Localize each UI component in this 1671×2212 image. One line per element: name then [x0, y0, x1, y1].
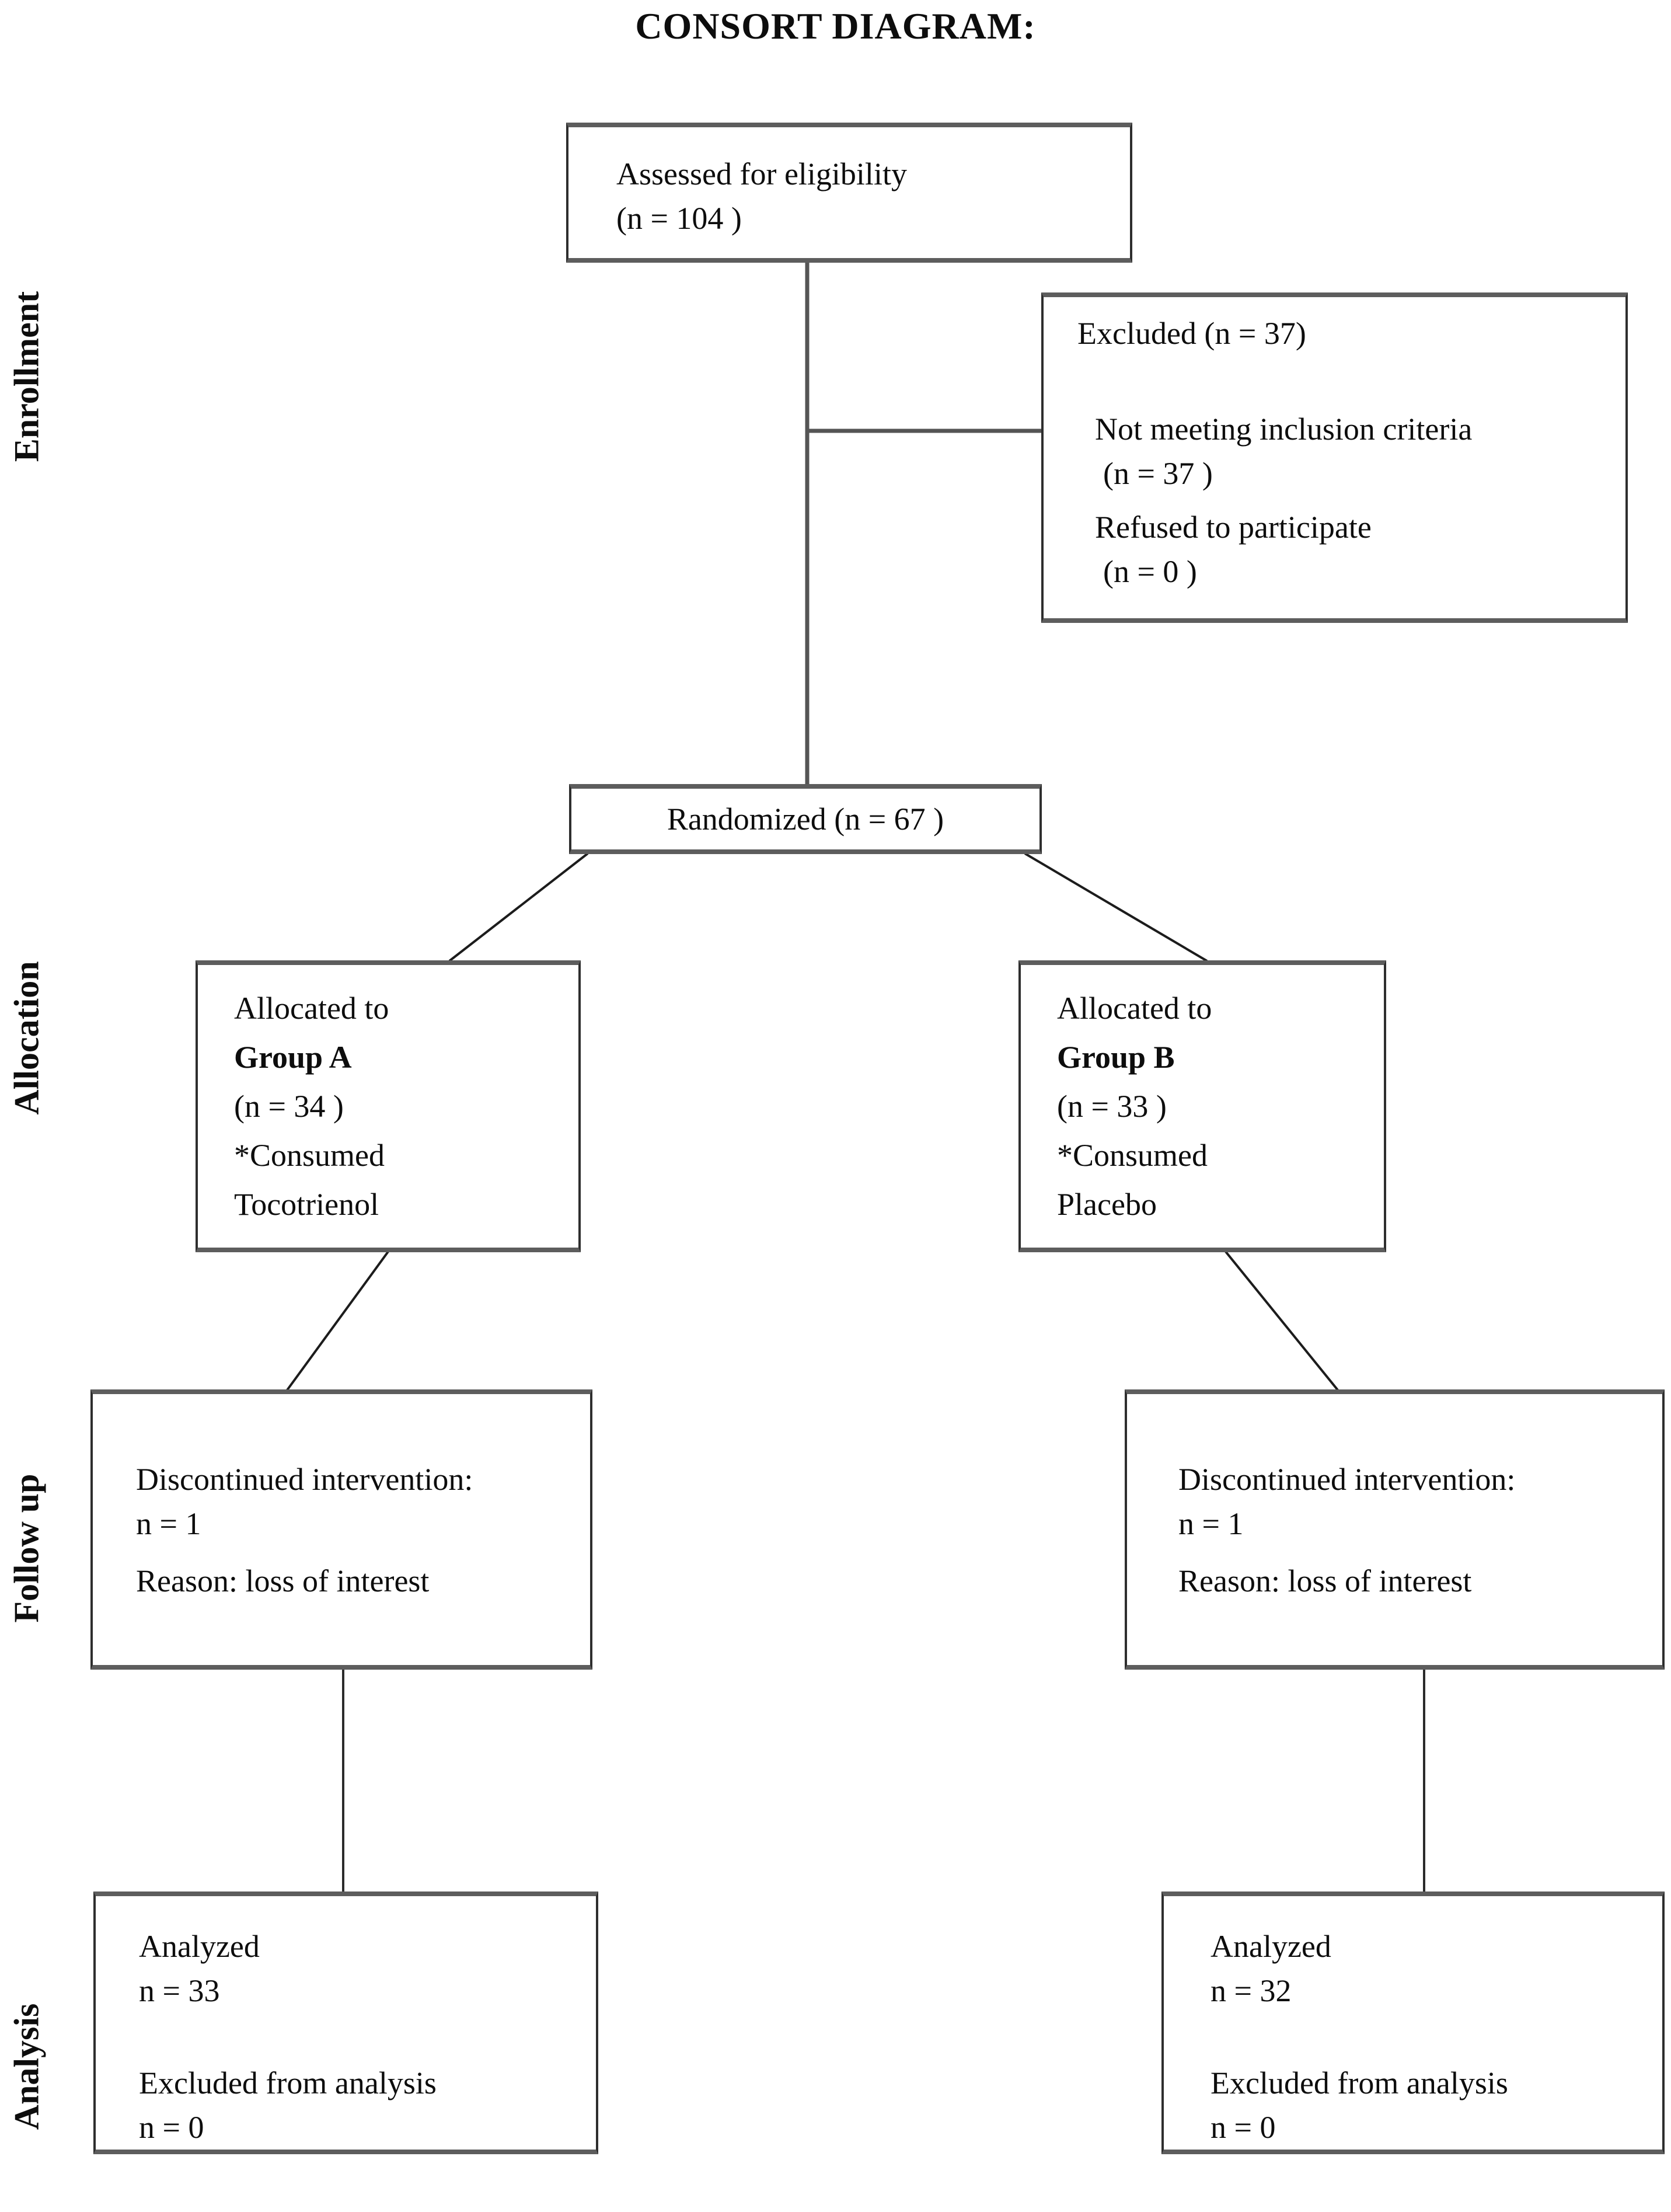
group-a-n: (n = 34 ) [234, 1089, 344, 1124]
stage-label-follow-up-text: Follow up [7, 1473, 46, 1623]
analyzed-group-b-box: Analyzed n = 32 Excluded from analysis n… [1161, 1891, 1665, 2154]
connector-group-b-to-discontinued-b [1225, 1250, 1339, 1391]
excluded-reason1: Not meeting inclusion criteria [1095, 412, 1473, 447]
excluded-reason1-n: (n = 37 ) [1103, 456, 1213, 491]
stage-label-allocation-text: Allocation [7, 961, 46, 1115]
analyzed-a-line1: Analyzed [139, 1929, 260, 1964]
randomized-box: Randomized (n = 67 ) [569, 784, 1042, 854]
analyzed-group-a-box: Analyzed n = 33 Excluded from analysis n… [93, 1891, 598, 2154]
page-title: CONSORT DIAGRAM: [635, 5, 1036, 47]
group-a-product: Tocotrienol [234, 1187, 379, 1222]
stage-label-enrollment-text: Enrollment [7, 291, 46, 462]
analyzed-b-line1: Analyzed [1210, 1929, 1331, 1964]
discontinued-b-line1: Discontinued intervention: [1178, 1462, 1516, 1497]
stage-label-analysis-text: Analysis [7, 2003, 46, 2130]
discontinued-group-b-box: Discontinued intervention: n = 1 Reason:… [1125, 1389, 1665, 1670]
group-b-consumed: *Consumed [1057, 1138, 1208, 1173]
group-b-n: (n = 33 ) [1057, 1089, 1167, 1124]
group-a-consumed: *Consumed [234, 1138, 385, 1173]
group-a-line1: Allocated to [234, 991, 389, 1026]
analyzed-b-excluded: Excluded from analysis [1210, 2065, 1508, 2100]
analyzed-b-n: n = 32 [1210, 1973, 1292, 2008]
group-a-name: Group A [234, 1040, 352, 1075]
connector-group-a-to-discontinued-a [286, 1250, 389, 1391]
analyzed-a-n: n = 33 [139, 1973, 220, 2008]
assessed-n: (n = 104 ) [616, 201, 742, 236]
discontinued-group-a-box: Discontinued intervention: n = 1 Reason:… [90, 1389, 592, 1670]
excluded-reason2: Refused to participate [1095, 510, 1372, 545]
analyzed-a-excluded: Excluded from analysis [139, 2065, 437, 2100]
assessed-for-eligibility-box: Assessed for eligibility (n = 104 ) [566, 123, 1132, 263]
discontinued-b-reason: Reason: loss of interest [1178, 1563, 1472, 1598]
analyzed-b-excluded-n: n = 0 [1210, 2110, 1276, 2145]
discontinued-a-n: n = 1 [136, 1506, 201, 1541]
allocated-group-b-box: Allocated to Group B (n = 33 ) *Consumed… [1018, 960, 1386, 1252]
group-b-product: Placebo [1057, 1187, 1157, 1222]
connector-randomized-to-group-a [448, 852, 589, 962]
connector-randomized-to-group-b [1024, 852, 1208, 962]
group-b-line1: Allocated to [1057, 991, 1212, 1026]
assessed-line1: Assessed for eligibility [616, 156, 907, 191]
discontinued-b-n: n = 1 [1178, 1506, 1244, 1541]
excluded-box: Excluded (n = 37) Not meeting inclusion … [1041, 292, 1628, 623]
analyzed-a-excluded-n: n = 0 [139, 2110, 204, 2145]
group-b-name: Group B [1057, 1040, 1175, 1075]
discontinued-a-line1: Discontinued intervention: [136, 1462, 473, 1497]
allocated-group-a-box: Allocated to Group A (n = 34 ) *Consumed… [196, 960, 581, 1252]
excluded-title: Excluded (n = 37) [1077, 316, 1306, 351]
excluded-reason2-n: (n = 0 ) [1103, 554, 1197, 589]
discontinued-a-reason: Reason: loss of interest [136, 1563, 430, 1598]
randomized-text: Randomized (n = 67 ) [667, 802, 944, 837]
